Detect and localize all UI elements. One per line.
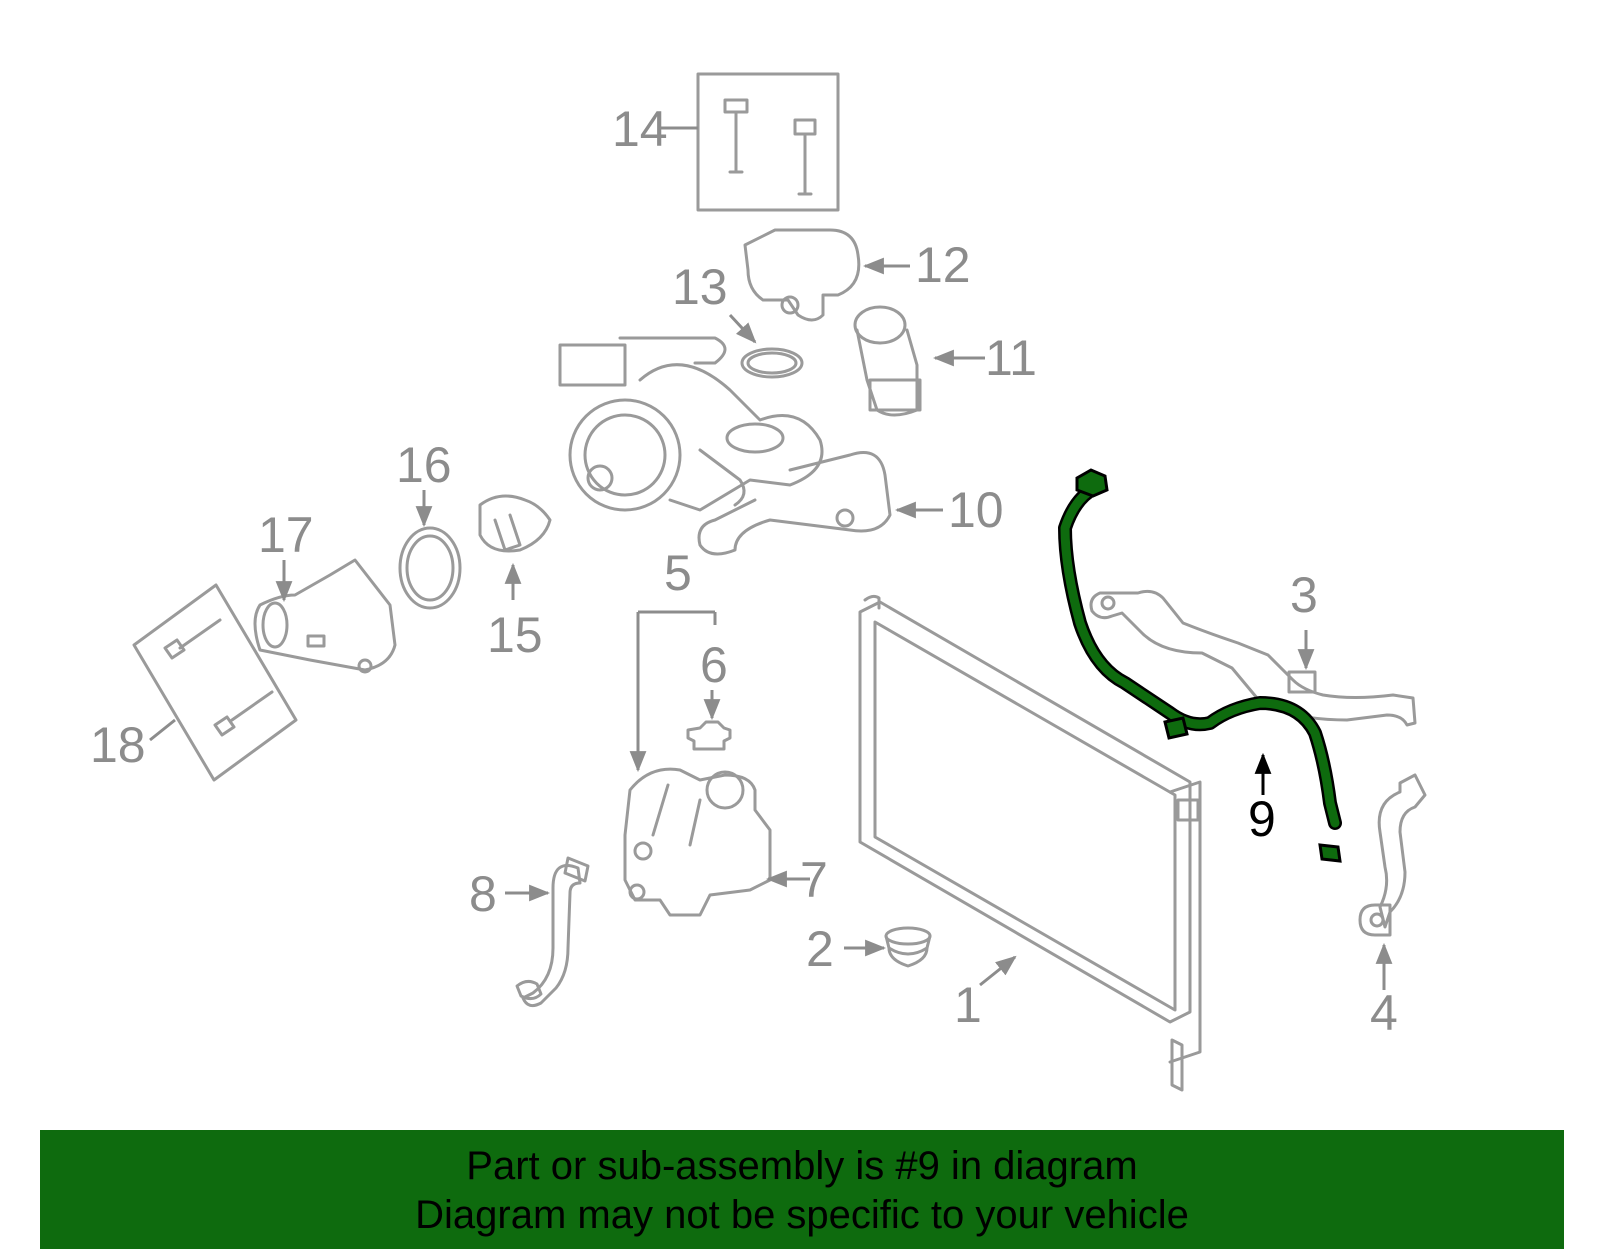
part-15-thermostat [478,494,552,553]
label-7: 7 [800,852,828,908]
part-13-gasket [740,347,804,379]
part-1-radiator [858,594,1202,1092]
label-3: 3 [1290,567,1318,623]
label-4: 4 [1370,985,1398,1041]
part-14-bolts [696,72,840,212]
label-10: 10 [948,482,1004,538]
label-16: 16 [396,437,452,493]
label-14: 14 [612,101,668,157]
label-2: 2 [806,921,834,977]
part-4-hose [1358,773,1427,937]
part-9-hose-highlighted [1058,468,1342,863]
label-6: 6 [700,637,728,693]
part-8-hose [515,856,590,1008]
footer-line-2: Diagram may not be specific to your vehi… [415,1193,1189,1237]
part-7-reservoir [623,767,772,917]
label-8: 8 [469,866,497,922]
part-11-inlet [853,305,922,417]
label-1: 1 [954,977,982,1033]
label-12: 12 [915,237,971,293]
label-17: 17 [258,507,314,563]
part-18-bolts [132,583,298,782]
label-5: 5 [664,545,692,601]
part-16-o-ring [398,526,462,610]
label-15: 15 [487,607,543,663]
label-13: 13 [672,259,728,315]
label-18: 18 [90,717,146,773]
label-9: 9 [1248,791,1276,847]
part-10-water-pump [558,336,892,556]
part-2-radiator-cap [884,926,932,968]
part-3-hose [1089,589,1417,727]
footer-banner: Part or sub-assembly is #9 in diagram Di… [40,1130,1564,1249]
part-6-reservoir-cap [686,720,732,751]
part-12-outlet [743,228,861,322]
label-11: 11 [985,330,1037,386]
part-17-housing [253,558,397,674]
footer-line-1: Part or sub-assembly is #9 in diagram [466,1144,1138,1188]
